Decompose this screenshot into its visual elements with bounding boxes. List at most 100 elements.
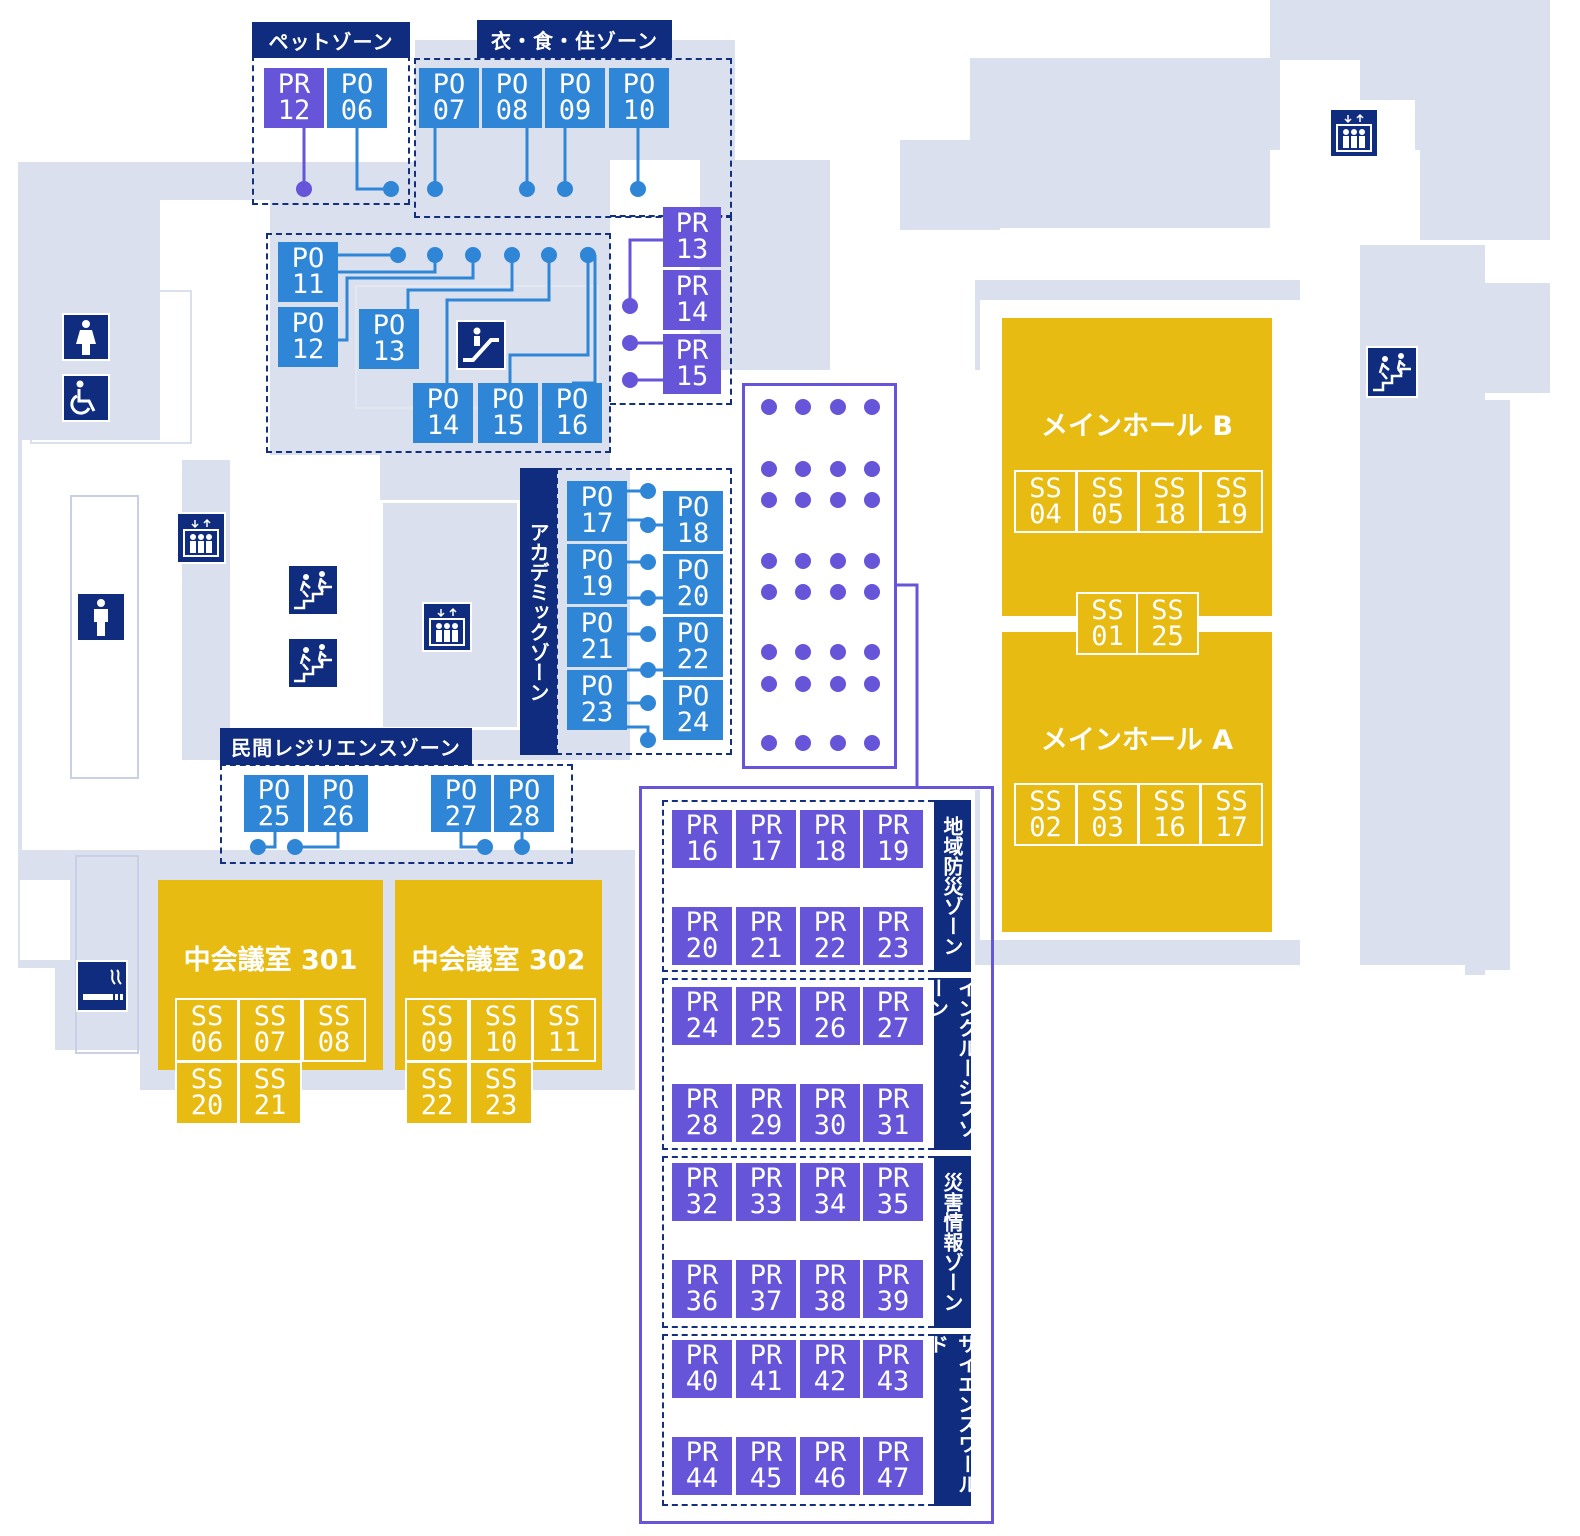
ishokuju-zone-label: 衣・食・住ゾーン: [477, 20, 672, 58]
booth-type-label: PR: [685, 810, 719, 841]
building-ne-block: [970, 58, 1270, 228]
smoking-block: [75, 855, 139, 1054]
booth-number-label: 26: [813, 1013, 847, 1044]
booth-type-label: SS: [1029, 785, 1062, 817]
booth-type-label: PR: [685, 1437, 719, 1468]
main-hall-b[interactable]: メインホール B: [1002, 318, 1272, 616]
booth-type-label: PO: [432, 69, 466, 100]
booth-type-label: PR: [813, 1437, 847, 1468]
booth-type-label: PO: [444, 774, 478, 806]
booth-type-label: PR: [813, 1340, 847, 1371]
booth-type-label: PR: [813, 1163, 847, 1194]
booth-type-label: PO: [495, 69, 529, 100]
elevator-icon: [422, 602, 472, 652]
pet-zone-label: ペットゾーン: [252, 22, 410, 58]
science-zone-frame: [662, 1334, 934, 1506]
booth-number-label: 37: [749, 1286, 783, 1317]
booth-number-label: 21: [580, 634, 614, 665]
main-hall-a[interactable]: メインホール A: [1002, 632, 1272, 932]
booth-type-label: SS: [484, 1001, 518, 1032]
